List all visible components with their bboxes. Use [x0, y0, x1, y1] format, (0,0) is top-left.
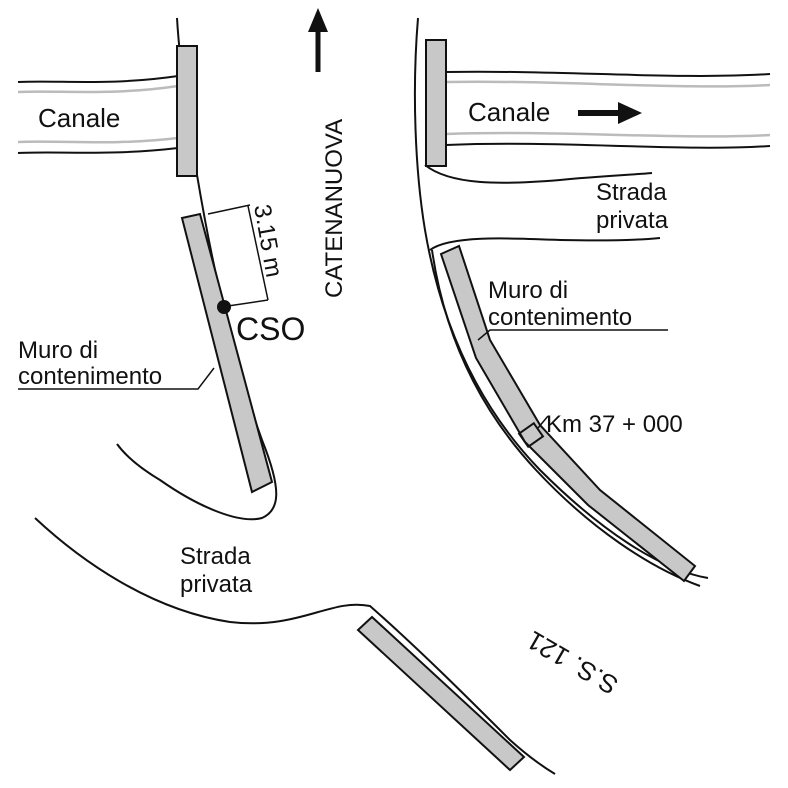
strada-privata-lower [34, 517, 556, 775]
bridge-left [176, 45, 198, 177]
retaining-wall-lower [356, 615, 526, 772]
wall-right-leader [477, 329, 668, 341]
wall-left-label-line1: Muro di [18, 337, 98, 364]
wall-right-label-line1: Muro di [488, 277, 568, 304]
arrow-right-icon [578, 102, 642, 124]
retaining-wall-right [439, 244, 697, 583]
canal-right-label: Canale [468, 97, 550, 127]
left-canal [17, 75, 179, 154]
arrow-up-icon [308, 8, 328, 72]
measurement-bracket [207, 204, 269, 307]
dot-icon [217, 300, 231, 314]
strada-upper-label-line2: privata [596, 207, 669, 234]
wall-right-label-line2: contenimento [488, 304, 632, 331]
right-canal [445, 70, 771, 149]
strada-upper-label-line1: Strada [596, 179, 667, 206]
direction-label: CATENANUOVA [321, 119, 348, 298]
bridge-right [425, 39, 447, 167]
strada-lower-label-line1: Strada [180, 543, 251, 570]
canal-left-label: Canale [38, 103, 120, 133]
km-marker-box [517, 421, 545, 449]
retaining-wall-left [180, 212, 274, 494]
strada-privata-upper [424, 164, 661, 251]
km-label: Km 37 + 000 [546, 411, 683, 438]
point-label: CSO [236, 311, 305, 347]
road-label: S.S. 121 [522, 625, 623, 701]
strada-lower-label-line2: privata [180, 571, 253, 598]
wall-left-leader [18, 367, 215, 390]
measure-label: 3.15 m [248, 202, 287, 279]
km-leader-line [537, 415, 549, 429]
wall-left-label-line2: contenimento [18, 363, 162, 390]
